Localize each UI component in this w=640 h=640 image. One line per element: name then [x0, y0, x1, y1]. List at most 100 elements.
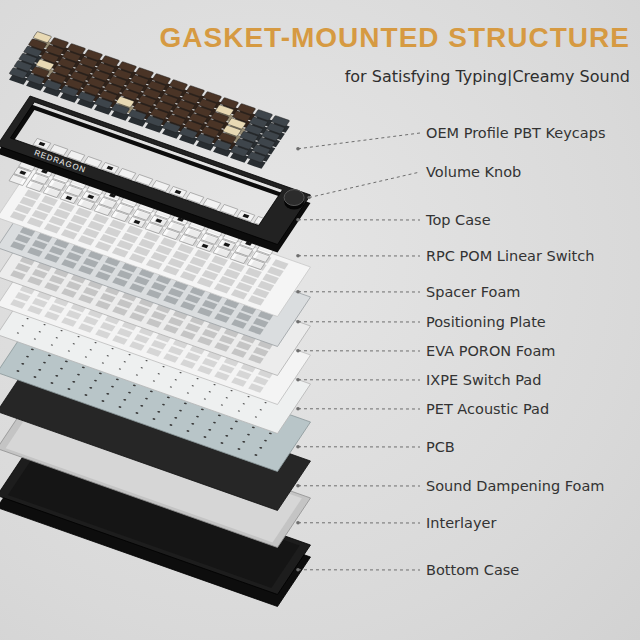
leader-line: [298, 446, 420, 447]
part-label: PET Acoustic Pad: [426, 401, 549, 417]
switch-hole: [44, 311, 60, 321]
mount-hole: [55, 337, 58, 339]
switch-hole: [83, 258, 99, 268]
switch-hole: [163, 353, 179, 363]
leader-dot: [296, 349, 300, 353]
volume-knob: [284, 190, 304, 206]
leader-line: [298, 379, 420, 380]
mount-hole: [179, 372, 182, 374]
keycap: [230, 145, 249, 156]
mount-hole: [111, 385, 115, 387]
switch-hole: [10, 270, 26, 280]
linear-switch: [77, 198, 95, 209]
leader-line: [298, 133, 420, 149]
switch-hole: [163, 324, 179, 334]
mount-hole: [118, 406, 122, 408]
mount-hole: [133, 384, 137, 386]
switch-hole: [185, 294, 201, 304]
mount-hole: [68, 350, 71, 352]
keycap: [128, 109, 147, 120]
mount-hole: [269, 432, 273, 434]
mount-hole: [60, 330, 63, 332]
leader-line: [298, 485, 420, 486]
linear-switch: [43, 186, 61, 197]
mount-hole: [136, 374, 139, 376]
switch-hole: [83, 287, 99, 297]
mount-hole: [89, 387, 93, 389]
linear-switch: [9, 174, 27, 185]
mount-hole: [26, 318, 29, 320]
mount-hole: [152, 418, 156, 420]
switch-hole: [168, 346, 184, 356]
mount-hole: [123, 399, 127, 401]
switch-stem: [39, 142, 46, 147]
linear-switch: [26, 180, 44, 191]
leader-line: [298, 522, 420, 523]
switch-hole: [27, 217, 44, 227]
leader-dot: [296, 290, 300, 294]
switch-hole: [168, 288, 184, 298]
switch-hole: [61, 229, 78, 239]
mount-hole: [157, 373, 160, 375]
switch-hole: [134, 276, 150, 286]
switch-hole: [49, 304, 65, 314]
switch-hole: [95, 300, 111, 310]
switch-hole: [100, 264, 116, 274]
keycap: [162, 121, 181, 132]
mount-hole: [203, 436, 207, 438]
switch-hole: [151, 340, 167, 350]
switch-hole: [117, 270, 133, 280]
switch-hole: [197, 365, 213, 375]
mount-hole: [31, 348, 35, 350]
leader-dot: [296, 320, 300, 324]
mount-hole: [162, 403, 166, 405]
mount-hole: [220, 442, 224, 444]
leader-dot: [296, 568, 300, 572]
mount-hole: [50, 382, 54, 384]
switch-hole: [214, 313, 230, 323]
keycap: [26, 73, 45, 84]
switch-hole: [231, 377, 247, 387]
leader-line: [309, 172, 420, 198]
switch-hole: [61, 288, 77, 298]
switch-hole: [231, 348, 247, 358]
leader-line: [298, 350, 420, 351]
mount-hole: [208, 391, 211, 393]
part-label: Positioning Plate: [426, 314, 546, 330]
keycap: [213, 139, 232, 150]
switch-hole: [44, 253, 60, 263]
mount-hole: [191, 385, 194, 387]
switch-hole: [49, 246, 65, 256]
mount-hole: [116, 378, 120, 380]
switch-hole: [95, 329, 111, 339]
switch-hole: [83, 316, 99, 326]
top-case-frame: [0, 96, 310, 245]
mount-hole: [259, 409, 262, 411]
switch-hole: [231, 319, 247, 329]
mount-hole: [48, 354, 52, 356]
linear-switch: [128, 216, 146, 227]
mount-hole: [218, 414, 222, 416]
switch-hole: [185, 323, 201, 333]
switch-hole: [27, 276, 43, 286]
mount-hole: [252, 426, 256, 428]
switch-hole: [202, 358, 218, 368]
keycap: [111, 103, 130, 114]
leader-line: [298, 321, 420, 322]
keycap: [60, 85, 79, 96]
mount-hole: [247, 433, 251, 435]
linear-switch: [230, 252, 248, 263]
leader-line: [298, 219, 420, 220]
switch-hole: [100, 293, 116, 303]
mount-hole: [145, 397, 149, 399]
keycap-sides: [9, 37, 290, 168]
switch-hole: [146, 289, 162, 299]
switch-hole: [248, 295, 265, 305]
switch-hole: [151, 282, 167, 292]
leader-dot: [296, 484, 300, 488]
switch-hole: [180, 271, 197, 281]
switch-hole: [248, 325, 264, 335]
mount-hole: [196, 378, 199, 380]
linear-switch: [162, 228, 180, 239]
switch-hole: [214, 371, 230, 381]
